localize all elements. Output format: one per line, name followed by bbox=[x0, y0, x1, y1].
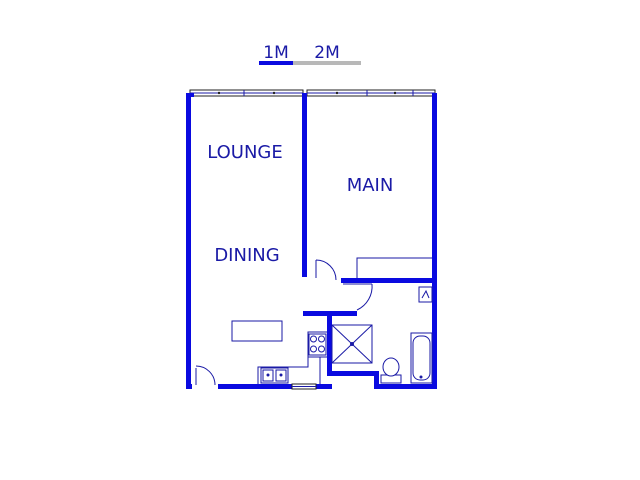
wall-bottom-middle bbox=[218, 384, 292, 389]
wall-left bbox=[186, 93, 191, 389]
shower-icon bbox=[331, 324, 373, 364]
wall-main-bath-horizontal bbox=[341, 278, 437, 283]
doors bbox=[195, 259, 373, 386]
kitchen-counter bbox=[257, 331, 327, 384]
room-label-lounge: LOUNGE bbox=[207, 142, 283, 163]
toilet-icon bbox=[380, 357, 402, 384]
kitchen-sink-icon bbox=[260, 367, 289, 384]
basin-icon bbox=[418, 286, 433, 303]
room-label-dining: DINING bbox=[214, 245, 279, 266]
scale-bar-primary-segment bbox=[259, 61, 293, 65]
dining-table bbox=[231, 320, 283, 342]
scale-bar: 1M 2M bbox=[259, 43, 361, 65]
door-bathroom bbox=[343, 283, 373, 311]
room-label-main: MAIN bbox=[347, 175, 394, 196]
wall-divider-lounge-main bbox=[302, 93, 307, 277]
scale-bar-secondary-segment bbox=[293, 61, 361, 65]
scale-label-1m: 1M bbox=[263, 43, 288, 63]
wall-bath-left-vertical bbox=[327, 313, 332, 375]
wall-bottom-left bbox=[186, 384, 192, 389]
wall-bath-bottom-step bbox=[374, 371, 379, 389]
top-windows bbox=[189, 89, 436, 97]
wall-right bbox=[432, 93, 437, 389]
wall-bottom-kitchen bbox=[316, 384, 332, 389]
wall-bath-left-lower bbox=[327, 371, 375, 376]
wall-top-left-post bbox=[186, 93, 194, 97]
scale-label-2m: 2M bbox=[314, 43, 339, 63]
door-entrance bbox=[195, 365, 216, 386]
stove-icon bbox=[308, 333, 327, 356]
bathtub-icon bbox=[410, 332, 433, 384]
built-in-cupboard bbox=[356, 257, 432, 278]
door-main-bedroom bbox=[315, 259, 337, 281]
walls bbox=[186, 93, 437, 389]
wall-bottom-right bbox=[374, 384, 437, 389]
